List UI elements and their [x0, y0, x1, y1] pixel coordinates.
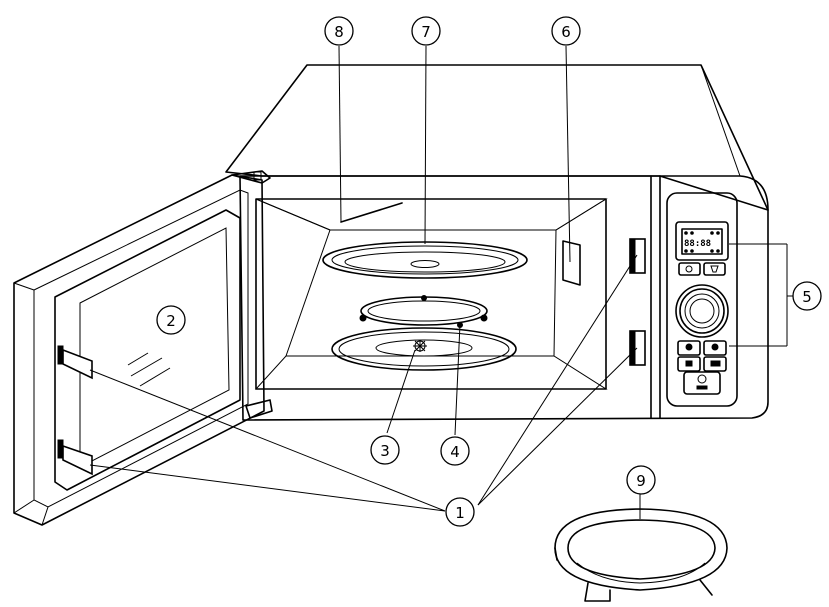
door-latch-hooks — [57, 345, 93, 476]
glass-turntable-tray — [554, 508, 728, 602]
oven-cavity — [254, 198, 608, 390]
callout-5: 5 — [792, 281, 822, 311]
panel-button-2[interactable] — [703, 340, 727, 356]
door-latch-holes — [629, 238, 646, 366]
door — [13, 170, 273, 526]
leader-lines — [89, 45, 793, 519]
svg-text:5: 5 — [802, 288, 812, 306]
control-panel: 88:88 — [666, 192, 738, 407]
turntable-base — [331, 327, 517, 371]
callout-2: 2 — [156, 305, 186, 335]
control-dial[interactable] — [675, 284, 729, 338]
panel-button-1[interactable] — [677, 340, 701, 356]
svg-text:9: 9 — [636, 472, 646, 490]
callout-3: 3 — [370, 435, 400, 465]
svg-text:6: 6 — [561, 23, 571, 41]
panel-button-start[interactable] — [683, 371, 721, 395]
callout-6: 6 — [551, 16, 581, 46]
svg-text:4: 4 — [450, 443, 460, 461]
callout-7: 7 — [411, 16, 441, 46]
svg-text:8: 8 — [334, 23, 344, 41]
display-screen — [681, 228, 723, 255]
svg-text:7: 7 — [421, 23, 431, 41]
panel-button-right[interactable] — [703, 262, 726, 276]
display-readout: 88:88 — [684, 239, 711, 249]
waveguide-cover — [562, 240, 581, 286]
panel-button-3[interactable] — [677, 356, 701, 372]
panel-button-4[interactable] — [703, 356, 727, 372]
callout-1: 1 — [445, 497, 475, 527]
svg-text:1: 1 — [455, 504, 465, 522]
callout-8: 8 — [324, 16, 354, 46]
roller-ring — [359, 295, 488, 328]
callout-4: 4 — [440, 436, 470, 466]
callout-9: 9 — [626, 465, 656, 495]
svg-text:2: 2 — [166, 312, 176, 330]
grill-heater — [340, 202, 403, 223]
glass-tray — [322, 241, 528, 279]
svg-text:3: 3 — [380, 442, 390, 460]
microwave-body — [225, 64, 769, 421]
panel-button-left[interactable] — [678, 262, 701, 276]
